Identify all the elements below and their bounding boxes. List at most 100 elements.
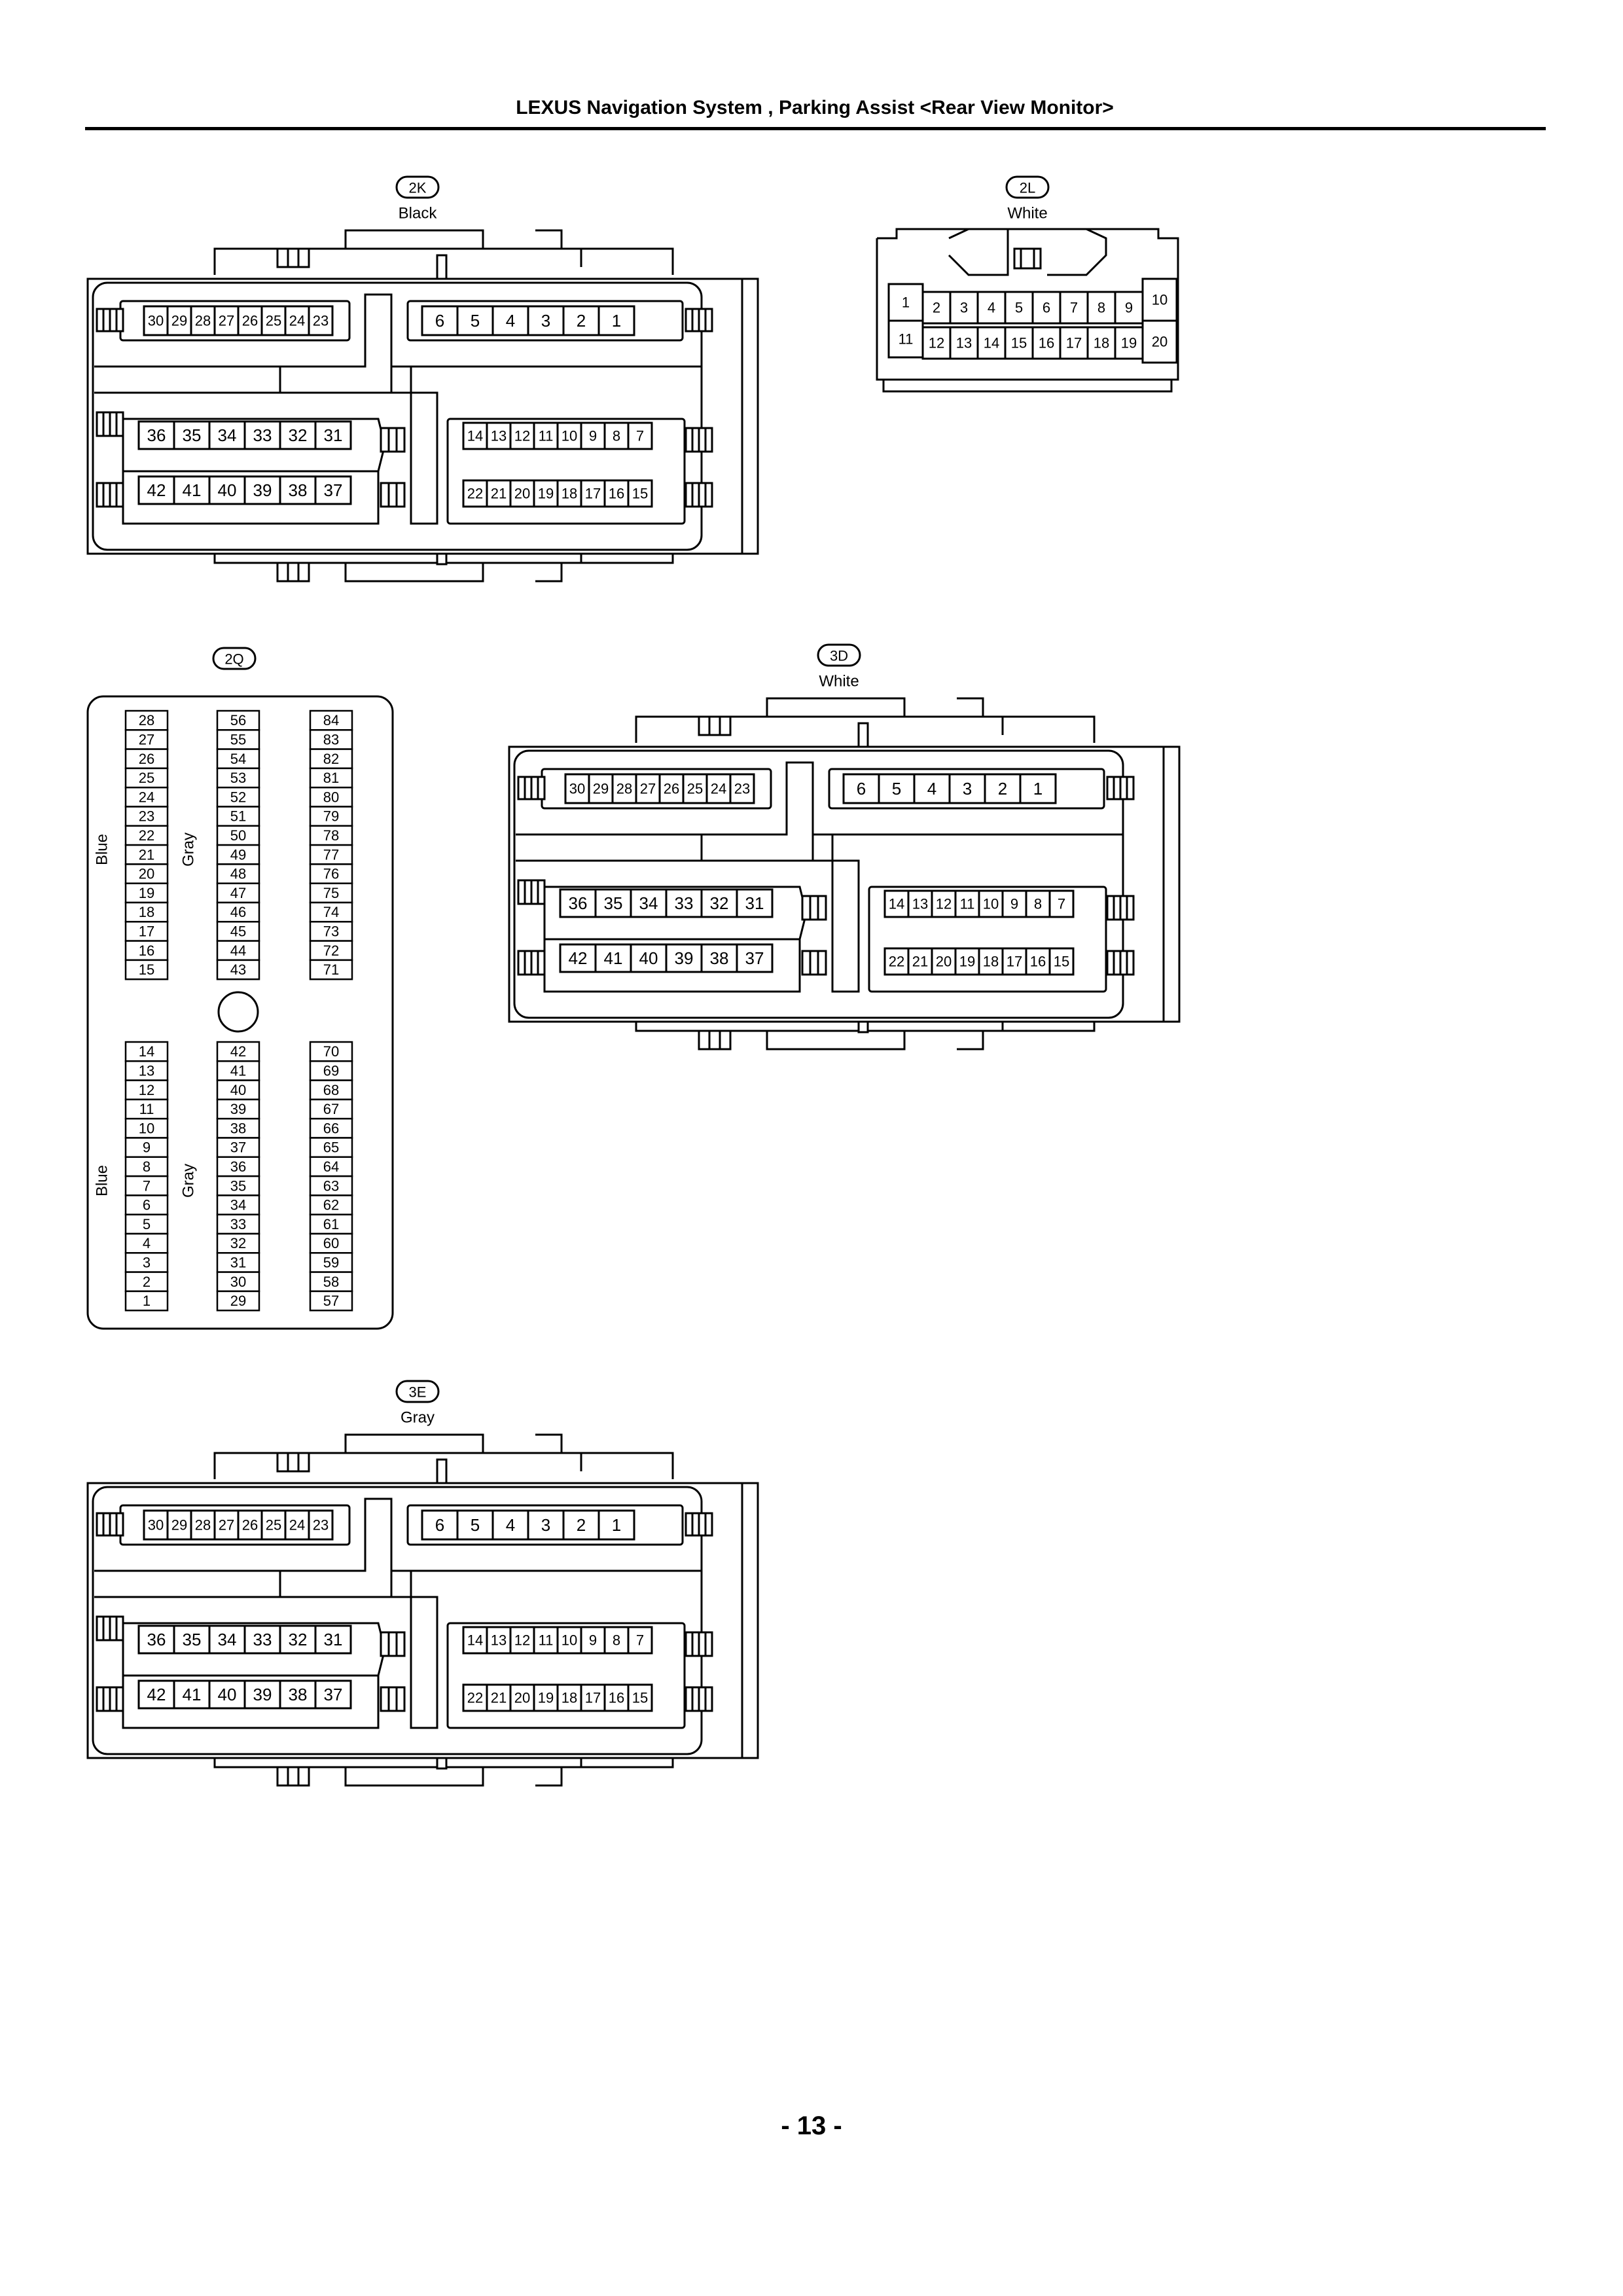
pin-cell [921, 291, 952, 325]
pin-number: 32 [289, 425, 308, 445]
pin-number: 26 [242, 1517, 258, 1534]
latch-ribs [380, 427, 406, 453]
pin-number: 31 [324, 425, 343, 445]
pin-cell [949, 291, 979, 325]
latch-ribs [698, 1030, 732, 1050]
pin-cell [559, 943, 597, 973]
pin-cell [314, 420, 352, 450]
pin-number: 2 [143, 1274, 151, 1290]
pin-number: 31 [324, 1630, 343, 1649]
inner-housing [92, 281, 703, 551]
pin-number: 7 [636, 428, 644, 444]
pin-cell [627, 479, 653, 508]
pin-number: 14 [139, 1043, 154, 1060]
pin-number: 28 [616, 781, 632, 797]
pin-number: 3 [541, 1515, 550, 1535]
pin-cell [921, 326, 952, 360]
pin-number: 40 [218, 1685, 237, 1704]
pin-cell [216, 863, 260, 884]
pin-cell [216, 1117, 260, 1139]
pin-number: 24 [289, 1517, 305, 1534]
pin-cell [243, 475, 281, 505]
pin-number: 42 [569, 948, 588, 968]
pin-cell [309, 921, 353, 942]
pin-number: 20 [1152, 334, 1168, 350]
pin-number: 32 [289, 1630, 308, 1649]
pin-cell [556, 422, 582, 450]
pin-cell [556, 479, 582, 508]
pin-number: 37 [324, 480, 343, 500]
pin-number: 36 [230, 1158, 246, 1175]
latch-ribs [276, 562, 310, 583]
pin-number: 20 [514, 486, 530, 502]
pin-number: 12 [139, 1082, 154, 1098]
pin-number: 65 [323, 1139, 339, 1156]
pin-number: 38 [230, 1120, 246, 1136]
pin-number: 35 [183, 425, 202, 445]
pin-number: 17 [585, 1690, 601, 1706]
pin-number: 52 [230, 789, 246, 805]
pin-number: 66 [323, 1120, 339, 1136]
pin-number: 17 [1066, 335, 1082, 351]
pin-cell [309, 1137, 353, 1158]
pin-cell [309, 1117, 353, 1139]
pin-cell [173, 420, 211, 450]
pin-number: 10 [562, 428, 577, 444]
pin-number: 58 [323, 1274, 339, 1290]
pin-number: 15 [632, 1690, 648, 1706]
latch-ribs [801, 950, 827, 976]
pin-cell [309, 1213, 353, 1235]
pin-number: 48 [230, 866, 246, 882]
pin-number: 82 [323, 751, 339, 767]
pin-number: 21 [912, 954, 928, 970]
pin-number: 26 [664, 781, 679, 797]
pin-number: 20 [514, 1690, 530, 1706]
pin-number: 10 [562, 1632, 577, 1649]
pin-cell [124, 1175, 169, 1196]
page-title: LEXUS Navigation System , Parking Assist… [516, 97, 1114, 118]
pin-number: 76 [323, 866, 339, 882]
pin-number: 54 [230, 751, 246, 767]
pin-cell [978, 947, 1004, 976]
bottom-hook [535, 545, 582, 583]
pin-number: 6 [857, 779, 866, 798]
pin-number: 20 [139, 866, 154, 882]
pin-number: 11 [960, 896, 975, 912]
top-latch [766, 697, 906, 717]
pin-number: 33 [230, 1216, 246, 1232]
pin-number: 24 [711, 781, 726, 797]
top-rail [213, 247, 674, 275]
pin-cell [216, 729, 260, 750]
pin-cell [627, 1626, 653, 1655]
pin-number: 72 [323, 942, 339, 959]
pin-number: 29 [593, 781, 609, 797]
pin-number: 9 [1010, 896, 1018, 912]
inner-housing [513, 749, 1124, 1019]
guide-rail [391, 1571, 438, 1729]
pin-number: 25 [266, 1517, 281, 1534]
pin-cell [705, 773, 732, 804]
pin-number: 12 [936, 896, 952, 912]
pin-number: 61 [323, 1216, 339, 1232]
pin-cell [216, 901, 260, 923]
pin-cell [124, 863, 169, 884]
pin-cell [124, 1213, 169, 1235]
top-hook [957, 697, 1004, 735]
pin-cell [309, 748, 353, 770]
pin-cell [509, 479, 535, 508]
pin-cell [124, 1079, 169, 1101]
pin-number: 34 [230, 1197, 246, 1213]
pin-number: 84 [323, 712, 339, 728]
connector-code-badge [212, 647, 257, 670]
pin-number: 19 [1121, 335, 1137, 351]
pin-cell [1004, 291, 1034, 325]
pin-number: 36 [569, 893, 588, 913]
pin-cell [635, 773, 661, 804]
pin-number: 30 [230, 1274, 246, 1290]
pin-number: 67 [323, 1101, 339, 1117]
title-rule [85, 127, 1546, 130]
pin-cell [279, 475, 317, 505]
